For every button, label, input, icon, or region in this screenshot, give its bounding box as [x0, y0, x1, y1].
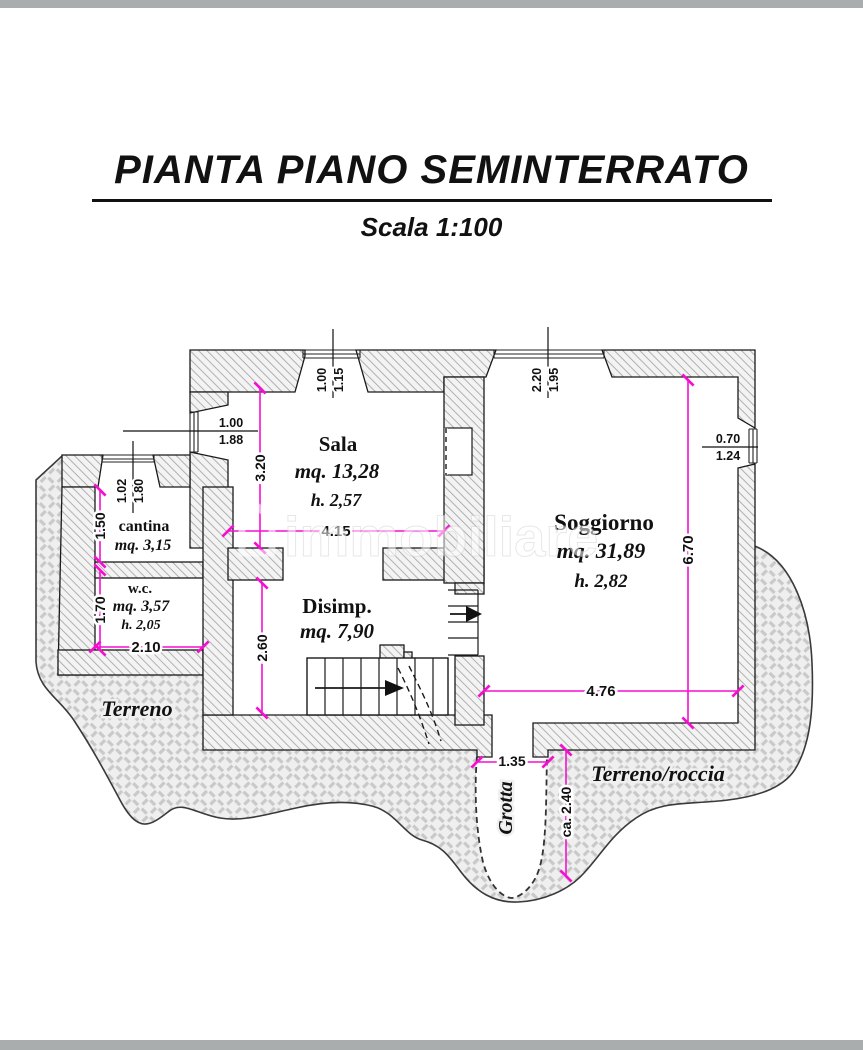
sala-area: mq. 13,28 — [295, 459, 380, 483]
stairs-upper-treads — [448, 589, 479, 656]
wc-area: mq. 3,57 — [113, 598, 170, 615]
site-labels: Terreno Terreno/roccia Grotta — [99, 694, 727, 838]
grotta-cave — [474, 750, 548, 899]
walls — [57, 349, 756, 758]
title-block: PIANTA PIANO SEMINTERRATO Scala 1:100 — [0, 148, 863, 243]
wall-top-left — [189, 349, 306, 393]
dim-grotta-depth: ca. 2.40 — [558, 786, 574, 837]
wc-name: w.c. — [128, 581, 152, 597]
dim-wc-depth: 1.70 — [92, 596, 108, 623]
terrain-label: Terreno — [101, 696, 172, 721]
door-arrow-head — [466, 606, 482, 622]
watermark: immobiliare — [234, 502, 599, 569]
watermark-text: immobiliare — [284, 505, 598, 568]
wall-cantina-wc-divider — [94, 561, 204, 579]
wall-annex-top-left — [61, 454, 104, 488]
house-icon — [234, 502, 280, 557]
stairs-arrow-head — [385, 680, 404, 696]
soggiorno-right-window-height: 1.24 — [716, 449, 740, 463]
soggiorno-top-window-icon — [493, 349, 605, 359]
bottom-edge-bar — [0, 1040, 863, 1050]
wall-top-right — [601, 349, 756, 430]
dim-wc-width: 2.10 — [131, 639, 160, 656]
room-labels: Sala mq. 13,28 h. 2,57 Soggiorno mq. 31,… — [113, 432, 654, 643]
terrain-rock-label: Terreno/roccia — [591, 761, 725, 786]
cantina-name: cantina — [119, 518, 170, 535]
wall-annex-top-right — [152, 454, 191, 488]
window-glazing — [101, 349, 758, 464]
grotta-dashed-edge — [474, 756, 548, 899]
grotta-outline — [475, 750, 547, 898]
staircase — [306, 589, 482, 745]
cantina-top-window-icon — [101, 454, 155, 463]
dim-sala-width: 4.15 — [321, 523, 350, 540]
cantina-area: mq. 3,15 — [115, 537, 171, 554]
wall-annex-column — [202, 486, 234, 716]
wc-height: h. 2,05 — [121, 618, 160, 633]
top-edge-bar — [0, 0, 863, 8]
disimpegno-area: mq. 7,90 — [300, 619, 375, 643]
soggiorno-right-window-width: 0.70 — [716, 432, 740, 446]
soggiorno-top-window-width: 2.20 — [530, 368, 544, 392]
dim-soggiorno-depth: 6.70 — [680, 535, 697, 564]
dim-cantina-depth: 1.50 — [92, 512, 108, 539]
disimpegno-name: Disimp. — [302, 594, 371, 618]
wall-disimp-soggiorno-upper — [454, 582, 485, 595]
sala-left-window-width: 1.00 — [219, 416, 243, 430]
soggiorno-area: mq. 31,89 — [557, 538, 646, 563]
wall-annex-bottom — [57, 649, 204, 676]
soggiorno-right-window-icon — [748, 428, 758, 464]
dimension-labels: 3.20 4.15 2.60 1.50 1.70 2.10 6.70 4.76 … — [90, 452, 700, 840]
wall-niche — [444, 427, 473, 476]
sala-left-window-height: 1.88 — [219, 433, 243, 447]
dim-disimp-depth: 2.60 — [254, 634, 270, 661]
window-labels: 1.00 1.88 1.00 1.15 2.20 1.95 0.70 1.24 … — [113, 327, 758, 513]
sala-top-window-height: 1.15 — [332, 368, 346, 392]
hidden-passage-dashed — [397, 665, 442, 745]
sala-height: h. 2,57 — [311, 490, 363, 510]
sala-top-window-icon — [302, 349, 361, 359]
cantina-window-height: 1.80 — [132, 479, 146, 503]
soggiorno-top-window-height: 1.95 — [547, 368, 561, 392]
cantina-window-width: 1.02 — [115, 479, 129, 503]
dimension-lines — [88, 373, 745, 883]
wall-sala-soggiorno-divider — [443, 376, 485, 584]
sala-name: Sala — [319, 432, 358, 456]
scale-label: Scala 1:100 — [360, 212, 503, 242]
dim-grotta-width: 1.35 — [498, 753, 525, 769]
sala-top-window-width: 1.00 — [315, 368, 329, 392]
soggiorno-name: Soggiorno — [554, 510, 654, 535]
sala-left-window-icon — [189, 411, 199, 453]
dim-sala-depth: 3.20 — [252, 454, 268, 481]
grotta-label: Grotta — [495, 781, 517, 834]
soggiorno-height: h. 2,82 — [574, 571, 628, 592]
wall-left-upper — [189, 391, 229, 414]
dim-soggiorno-width: 4.76 — [586, 683, 615, 700]
wall-annex-left — [57, 486, 96, 676]
page-title: PIANTA PIANO SEMINTERRATO — [91, 148, 772, 202]
stairs-lower-flight — [306, 657, 449, 716]
wall-disimp-soggiorno-lower — [454, 655, 485, 726]
